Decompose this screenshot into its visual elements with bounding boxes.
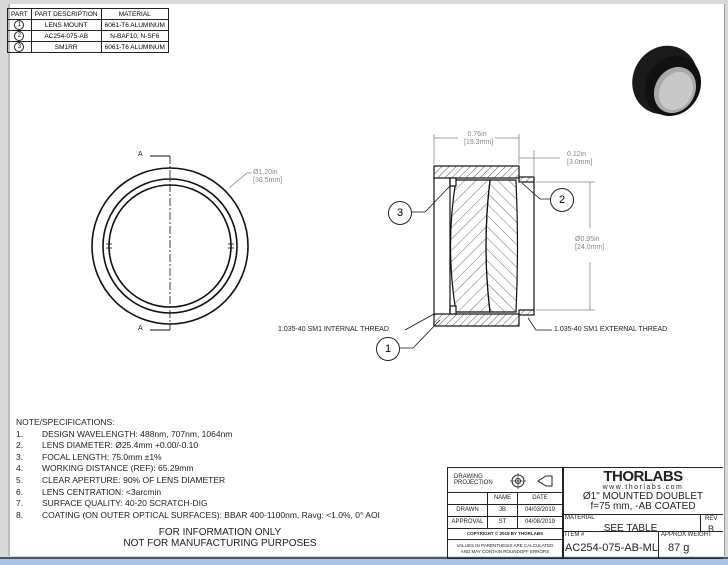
thorlabs-logo: THORLABS bbox=[603, 468, 683, 485]
drawing-sheet bbox=[8, 4, 725, 556]
approval-date: 04/08/2019 bbox=[518, 517, 563, 529]
note-item: 1.DESIGN WAVELENGTH: 488nm, 707nm, 1064n… bbox=[16, 428, 233, 439]
window-bottom-bar bbox=[0, 557, 728, 565]
approval-name: ST bbox=[488, 517, 518, 529]
note-item: 8.COATING (ON OUTER OPTICAL SURFACES): B… bbox=[16, 509, 380, 520]
clear-diameter-dimension: Ø0.95in[24.0mm] bbox=[575, 236, 605, 252]
material-label: MATERIAL bbox=[565, 515, 595, 521]
part-number: 1 bbox=[14, 20, 25, 30]
title-block: DRAWING PROJECTION NAME DATE DRAWN JB 04… bbox=[447, 467, 723, 559]
external-thread-label: 1.035-40 SM1 EXTERNAL THREAD bbox=[554, 326, 668, 333]
part-number: 2 bbox=[14, 31, 25, 41]
note-item: 4.WORKING DISTANCE (REF): 65.29mm bbox=[16, 463, 194, 474]
technical-drawing bbox=[91, 134, 595, 349]
callout-2: 2 bbox=[550, 188, 574, 212]
note-item: 2.LENS DIAMETER: Ø25.4mm +0.00/-0.10 bbox=[16, 440, 199, 451]
part-material: 6061-T6 ALUMINUM bbox=[100, 41, 169, 53]
name-header: NAME bbox=[488, 493, 518, 505]
approval-label: APPROVAL bbox=[448, 517, 488, 529]
material-value: SEE TABLE bbox=[603, 523, 658, 534]
product-render bbox=[632, 45, 702, 117]
drawn-date: 04/03/2019 bbox=[518, 505, 563, 517]
callout-1: 1 bbox=[376, 337, 400, 361]
table-row: 1 LENS MOUNT 6061-T6 ALUMINUM bbox=[7, 19, 169, 31]
item-number: AC254-075-AB-ML bbox=[565, 542, 658, 554]
length-dimension: 0.76in[19.3mm] bbox=[464, 131, 494, 146]
website: www.thorlabs.com bbox=[602, 484, 684, 491]
weight-value: 87 g bbox=[668, 542, 690, 554]
note-item: 7.SURFACE QUALITY: 40-20 SCRATCH-DIG bbox=[16, 498, 208, 509]
section-label-bottom: A bbox=[138, 325, 143, 332]
drawn-name: JB bbox=[488, 505, 518, 517]
rev-label: REV bbox=[705, 516, 718, 522]
internal-thread-label: 1.035-40 SM1 INTERNAL THREAD bbox=[278, 326, 389, 333]
drawn-label: DRAWN bbox=[448, 505, 488, 517]
parts-table: PART PART DESCRIPTION MATERIAL 1 LENS MO… bbox=[7, 8, 169, 53]
callout-3: 3 bbox=[388, 201, 412, 225]
weight-label: APPROX WEIGHT bbox=[661, 532, 712, 538]
section-view bbox=[400, 134, 595, 349]
rev-value: B bbox=[708, 524, 715, 534]
copyright: COPYRIGHT © 2019 BY THORLABS bbox=[448, 529, 563, 540]
table-row: 3 SM1RR 6061-T6 ALUMINUM bbox=[7, 41, 169, 53]
notes-specifications: NOTE/SPECIFICATIONS: 1.DESIGN WAVELENGTH… bbox=[16, 417, 380, 521]
item-label: ITEM # bbox=[565, 532, 585, 538]
note-item: 6.LENS CENTRATION: <3arcmin bbox=[16, 486, 162, 497]
part-number: 3 bbox=[14, 42, 25, 52]
section-label-top: A bbox=[138, 151, 143, 158]
note-item: 3.FOCAL LENGTH: 75.0mm ±1% bbox=[16, 451, 162, 462]
thread-length-dimension: 0.12in[3.0mm] bbox=[567, 151, 593, 166]
date-header: DATE bbox=[518, 493, 563, 505]
outer-diameter-dimension: Ø1.20in[30.5mm] bbox=[253, 169, 283, 184]
table-row: 2 AC254-075-AB N-BAF10, N-SF6 bbox=[7, 30, 169, 42]
drawing-projection-label: DRAWING PROJECTION bbox=[454, 474, 493, 486]
front-view bbox=[91, 155, 252, 331]
note-item: 5.CLEAR APERTURE: 90% OF LENS DIAMETER bbox=[16, 474, 226, 485]
projection-symbol-icon bbox=[510, 473, 553, 489]
notes-title: NOTE/SPECIFICATIONS: bbox=[16, 417, 115, 427]
